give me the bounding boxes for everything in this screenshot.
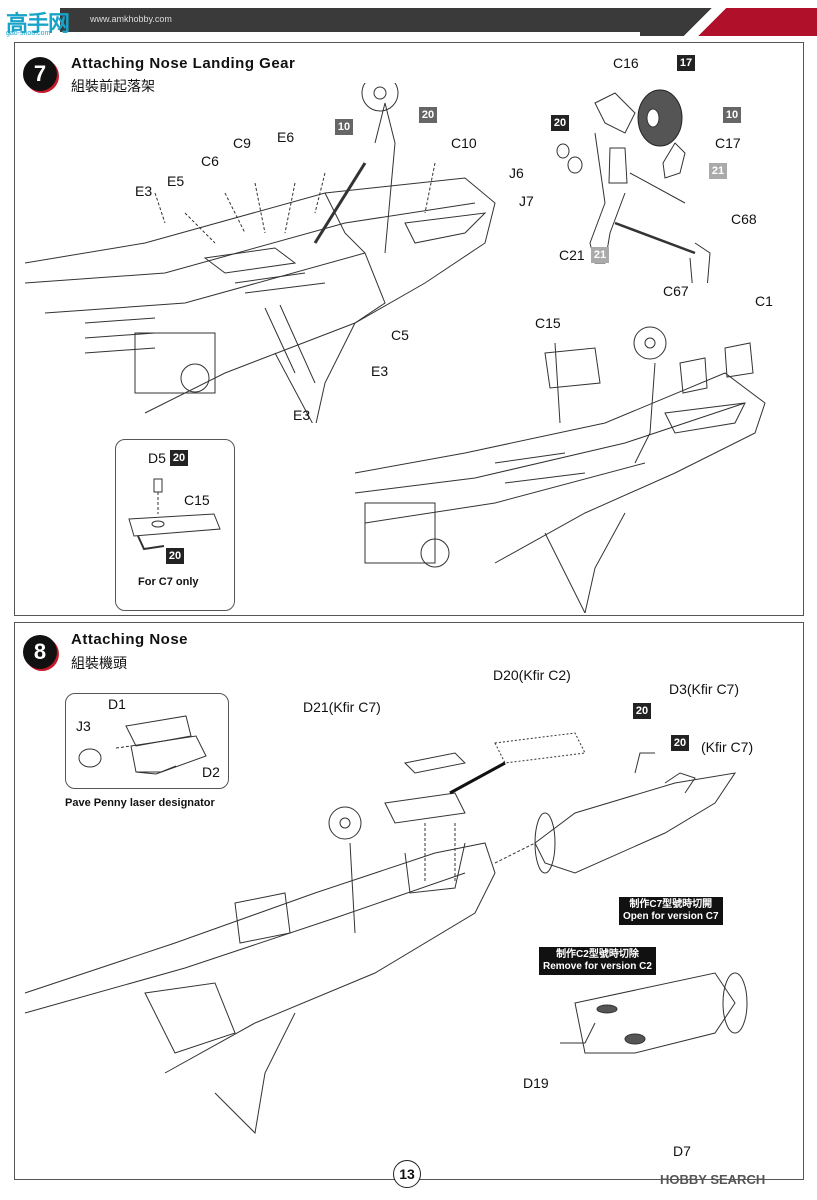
label-d19: D19 (523, 1075, 549, 1091)
label-c5: C5 (391, 327, 409, 343)
header-url: www.amkhobby.com (90, 14, 172, 24)
note-open-c7: 制作C7型號時切開 Open for version C7 (619, 897, 723, 925)
header-stripe (640, 8, 817, 36)
inset-c7-only: D5 20 C15 20 For C7 only (115, 439, 235, 611)
inset-caption-c7: For C7 only (138, 576, 199, 588)
nose-assembly-drawing (24, 732, 748, 1135)
site-logo-sub: gao-shou.com (6, 30, 51, 37)
inset-label-j3: J3 (76, 718, 91, 734)
step7-badge: 7 (23, 57, 57, 91)
label-d7: D7 (673, 1143, 691, 1159)
inset-pave-penny: D1 J3 D2 (65, 693, 229, 789)
inset-label-d5: D5 (148, 450, 166, 466)
step8-badge: 8 (23, 635, 57, 669)
label-d3: D3(Kfir C7) (669, 681, 740, 697)
label-c17: C17 (715, 135, 741, 151)
label-e3: E3 (135, 183, 153, 199)
label-j6: J6 (509, 165, 524, 181)
inset-label-d1: D1 (108, 696, 126, 712)
fuselage-drawing-right (354, 326, 766, 613)
inset-label-c15: C15 (184, 492, 210, 508)
step8-title-cn: 組裝機頭 (71, 655, 127, 671)
fuselage-drawing-left (25, 83, 496, 423)
watermark: HOBBY SEARCH (660, 1172, 766, 1187)
paint-code-10-b: 10 (723, 107, 741, 123)
label-kfir-c7: (Kfir C7) (701, 739, 754, 755)
label-d20: D20(Kfir C2) (493, 667, 571, 683)
step7-panel: 7 Attaching Nose Landing Gear 組裝前起落架 (14, 42, 804, 616)
paint-code-17: 17 (677, 55, 695, 71)
inset-paint-20-bottom: 20 (166, 548, 184, 564)
label-e5: E5 (167, 173, 185, 189)
label-c67: C67 (663, 283, 689, 299)
note-open-en: Open for version C7 (623, 911, 719, 922)
label-c6: C6 (201, 153, 219, 169)
paint-code-20-b: 20 (551, 115, 569, 131)
label-c68: C68 (731, 211, 757, 227)
label-e3-b: E3 (371, 363, 389, 379)
label-c1: C1 (755, 293, 773, 309)
label-c15: C15 (535, 315, 561, 331)
note-open-cn: 制作C7型號時切開 (629, 899, 713, 910)
step7-title-cn: 組裝前起落架 (71, 78, 155, 94)
label-d21: D21(Kfir C7) (303, 699, 381, 715)
label-j7: J7 (519, 193, 534, 209)
step7-title: Attaching Nose Landing Gear (71, 55, 296, 72)
paint-code-21-b: 21 (591, 247, 609, 263)
label-e6: E6 (277, 129, 295, 145)
inset-label-d2: D2 (202, 764, 220, 780)
label-c21: C21 (559, 247, 585, 263)
inset-pave-penny-drawing (78, 715, 207, 775)
paint-code-20-d3: 20 (633, 703, 651, 719)
note-remove-c2: 制作C2型號時切除 Remove for version C2 (539, 947, 656, 975)
pave-penny-caption: Pave Penny laser designator (65, 797, 215, 809)
site-logo: 高手网 (6, 11, 70, 36)
page-number: 13 (393, 1160, 421, 1188)
label-c10: C10 (451, 135, 477, 151)
paint-code-20-kfir: 20 (671, 735, 689, 751)
inset-paint-20-top: 20 (170, 450, 188, 466)
header-bar: 高手网 gao-shou.com www.amkhobby.com (0, 0, 817, 40)
note-remove-cn: 制作C2型號時切除 (556, 949, 639, 960)
inset-c15-drawing (128, 478, 221, 551)
note-remove-en: Remove for version C2 (543, 961, 652, 972)
label-c9: C9 (233, 135, 251, 151)
paint-code-20: 20 (419, 107, 437, 123)
step8-title: Attaching Nose (71, 631, 189, 648)
landing-gear-drawing (556, 89, 711, 283)
paint-code-21: 21 (709, 163, 727, 179)
label-e3-c: E3 (293, 407, 311, 423)
paint-code-10: 10 (335, 119, 353, 135)
step8-panel: 8 Attaching Nose 組裝機頭 D1 J3 D2 Pave Penn… (14, 622, 804, 1180)
label-c16: C16 (613, 55, 639, 71)
